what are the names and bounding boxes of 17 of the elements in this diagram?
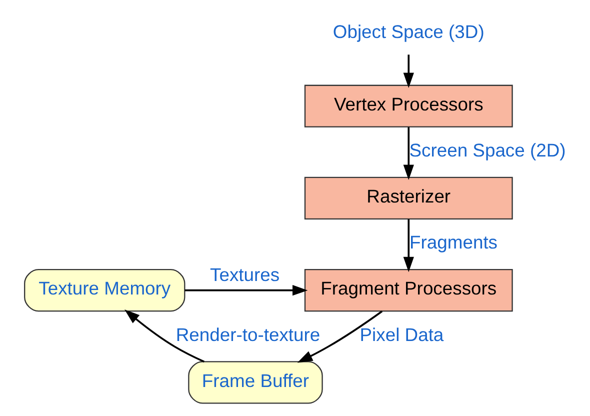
node-box: Fragment Processors [304,269,512,312]
node-box: Vertex Processors [304,84,512,128]
edge-label: Render-to-texture [175,324,320,345]
arrow [124,309,204,363]
edge-label: Fragments [409,232,498,253]
node-box: Frame Buffer [188,361,322,404]
arrow [402,127,414,180]
edge-label: Textures [210,264,280,285]
arrow [402,54,414,88]
arrow [296,310,382,363]
edge-label: Screen Space (2D) [408,140,566,161]
edge-label: Pixel Data [359,324,444,345]
node-box: Texture Memory [24,269,185,312]
arrow [402,219,414,272]
node-box: Rasterizer [304,176,512,220]
node-text: Object Space (3D) [332,20,484,42]
arrow [184,285,308,296]
